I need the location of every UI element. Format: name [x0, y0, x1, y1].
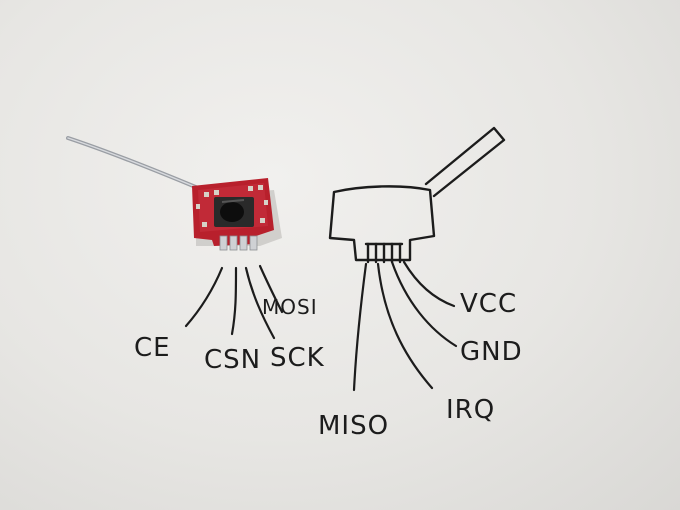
label-ce: CE [134, 333, 171, 363]
module-pin-lines [184, 264, 284, 340]
label-irq: IRQ [446, 395, 495, 425]
label-miso: MISO [318, 411, 389, 441]
label-csn: CSN [204, 345, 261, 375]
label-sck: SCK [270, 343, 325, 373]
label-mosi: MOSI [262, 295, 318, 319]
rf-module [66, 136, 282, 251]
drawn-module [328, 126, 506, 264]
label-gnd: GND [460, 337, 523, 367]
label-vcc: VCC [460, 289, 517, 319]
drawn-pin-lines [352, 260, 458, 392]
module-header-pins [219, 235, 258, 251]
